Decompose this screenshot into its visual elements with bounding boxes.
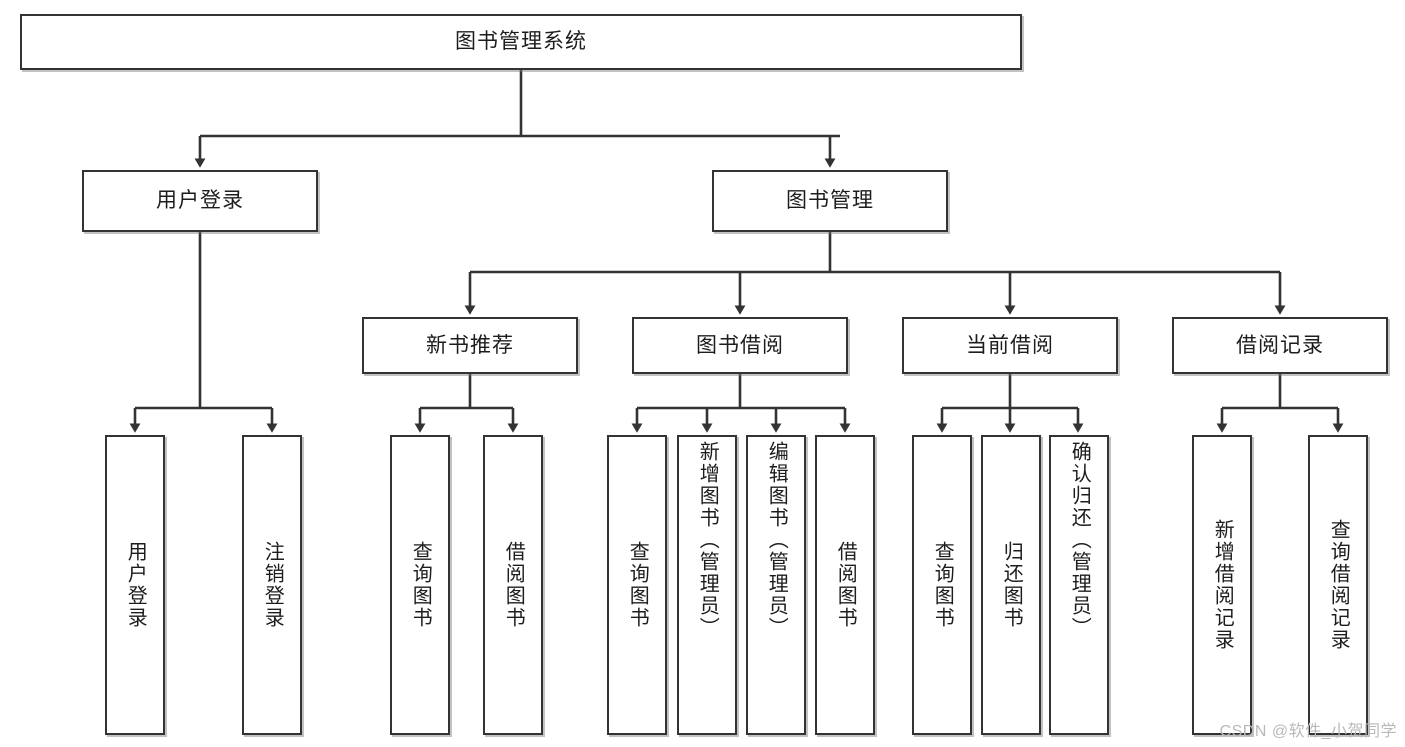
leaf-book-borrow-query-book[interactable]: 查询图书 bbox=[607, 435, 667, 735]
node-label: 用户登录 bbox=[156, 189, 244, 213]
node-label: 新书推荐 bbox=[426, 333, 514, 357]
node-label: 查询图书 bbox=[626, 541, 649, 629]
leaf-book-borrow-borrow-book[interactable]: 借阅图书 bbox=[815, 435, 875, 735]
leaf-current-borrow-return-book[interactable]: 归还图书 bbox=[981, 435, 1041, 735]
node-label: 编辑图书（管理员） bbox=[765, 441, 788, 639]
leaf-new-book-borrow-book[interactable]: 借阅图书 bbox=[483, 435, 543, 735]
node-label: 借阅图书 bbox=[502, 541, 525, 629]
node-label: 图书借阅 bbox=[696, 333, 784, 357]
node-label: 图书管理系统 bbox=[455, 30, 587, 54]
node-label: 当前借阅 bbox=[966, 333, 1054, 357]
node-label: 注销登录 bbox=[261, 541, 284, 629]
leaf-user-login-logout[interactable]: 注销登录 bbox=[242, 435, 302, 735]
leaf-book-borrow-edit-book-admin[interactable]: 编辑图书（管理员） bbox=[746, 435, 806, 735]
leaf-borrow-record-add-record[interactable]: 新增借阅记录 bbox=[1192, 435, 1252, 735]
node-label: 借阅图书 bbox=[834, 541, 857, 629]
node-label: 图书管理 bbox=[786, 189, 874, 213]
leaf-new-book-query-book[interactable]: 查询图书 bbox=[390, 435, 450, 735]
node-current-borrow[interactable]: 当前借阅 bbox=[902, 317, 1118, 374]
node-label: 新增借阅记录 bbox=[1211, 519, 1234, 651]
node-label: 用户登录 bbox=[124, 541, 147, 629]
node-user-login[interactable]: 用户登录 bbox=[82, 170, 318, 232]
node-borrow-record[interactable]: 借阅记录 bbox=[1172, 317, 1388, 374]
node-label: 查询图书 bbox=[409, 541, 432, 629]
node-label: 归还图书 bbox=[1000, 541, 1023, 629]
leaf-current-borrow-query-book[interactable]: 查询图书 bbox=[912, 435, 972, 735]
leaf-current-borrow-confirm-return-admin[interactable]: 确认归还（管理员） bbox=[1049, 435, 1109, 735]
node-root-system[interactable]: 图书管理系统 bbox=[20, 14, 1022, 70]
leaf-user-login-login[interactable]: 用户登录 bbox=[105, 435, 165, 735]
node-label: 查询图书 bbox=[931, 541, 954, 629]
node-label: 新增图书（管理员） bbox=[696, 441, 719, 639]
node-book-borrow[interactable]: 图书借阅 bbox=[632, 317, 848, 374]
leaf-borrow-record-query-record[interactable]: 查询借阅记录 bbox=[1308, 435, 1368, 735]
watermark-text: CSDN @软件_小贺同学 bbox=[1219, 723, 1397, 740]
node-new-book-recommend[interactable]: 新书推荐 bbox=[362, 317, 578, 374]
node-label: 确认归还（管理员） bbox=[1068, 441, 1091, 639]
node-label: 查询借阅记录 bbox=[1327, 519, 1350, 651]
node-label: 借阅记录 bbox=[1236, 333, 1324, 357]
leaf-book-borrow-add-book-admin[interactable]: 新增图书（管理员） bbox=[677, 435, 737, 735]
node-book-management[interactable]: 图书管理 bbox=[712, 170, 948, 232]
